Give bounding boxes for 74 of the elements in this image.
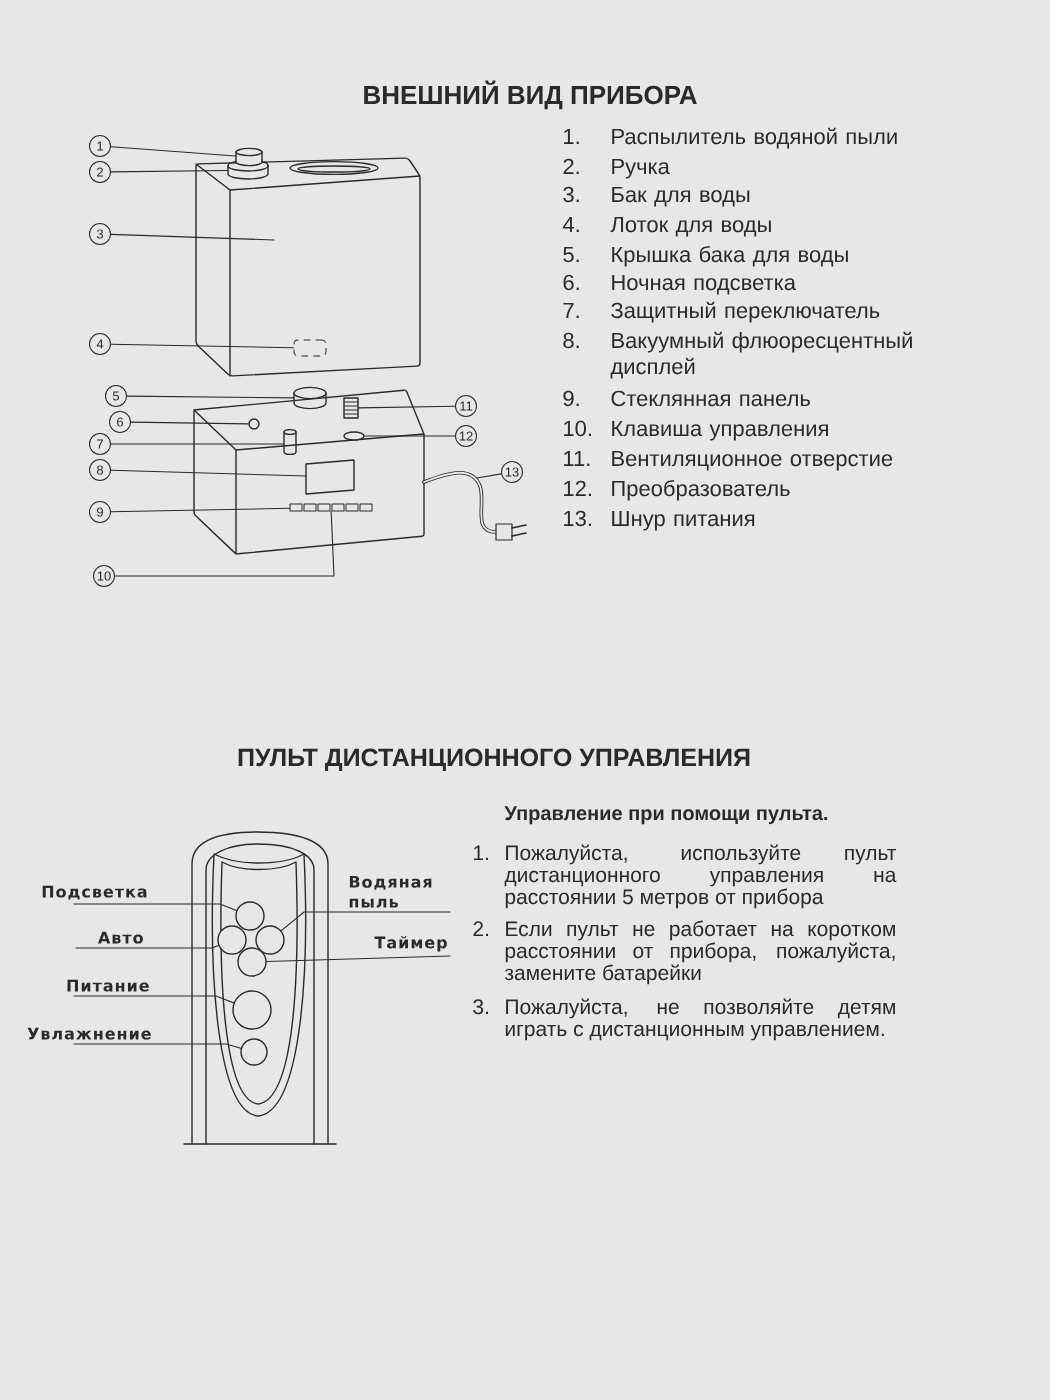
instruction-text: Пожалуйста, не позволяйте детям играть с дистанционным управлением. xyxy=(505,998,895,1041)
callout-label: Питание xyxy=(67,979,149,992)
part-name: Клавиша управления xyxy=(612,420,828,441)
part-name: Защитный переключатель xyxy=(611,301,880,323)
leader-line xyxy=(114,510,335,577)
heading: ВНЕШНИЙ ВИД ПРИБОРА xyxy=(364,80,697,110)
part-name: Ночная подсветка xyxy=(612,274,796,295)
callout-label: Увлажнение xyxy=(27,1027,151,1040)
leader-line xyxy=(126,395,295,399)
indicator-light xyxy=(248,418,260,430)
list-number: 6. xyxy=(563,274,579,291)
list-number: 10. xyxy=(564,420,591,437)
mist-nozzle xyxy=(235,147,263,167)
leader-line xyxy=(266,955,451,963)
list-number: 3. xyxy=(473,999,488,1015)
button-row xyxy=(289,503,373,512)
round-button xyxy=(232,990,272,1030)
callout-label: Таймер xyxy=(374,936,447,952)
part-name: Преобразователь xyxy=(612,479,790,501)
list-number: 2. xyxy=(473,921,488,936)
list-number: 7. xyxy=(563,302,579,318)
light-window xyxy=(293,339,327,357)
part-name: Бак для воды xyxy=(612,186,750,207)
list-number: 2. xyxy=(563,158,579,174)
list-number: 13. xyxy=(564,510,591,527)
leader-line xyxy=(476,473,502,479)
list-number: 9. xyxy=(563,390,579,407)
list-number: 12. xyxy=(564,480,591,496)
round-button xyxy=(255,925,285,955)
list-number: 3. xyxy=(563,186,579,203)
tank-lid xyxy=(293,386,327,410)
callout-label: Подсветка xyxy=(42,885,147,900)
part-name: Вентиляционное отверстие xyxy=(612,450,893,471)
leader-line xyxy=(110,170,229,173)
round-button xyxy=(217,925,247,955)
list-number: 1. xyxy=(564,128,579,144)
instruction-text: Если пульт не работает на коротком расстоянии от прибора, пожалуйста, замените батарейки xyxy=(504,920,895,985)
list-number: 1. xyxy=(474,845,488,860)
leader-line xyxy=(73,995,235,1004)
part-name: Крышка бака для воды xyxy=(612,245,848,267)
nozzle-base xyxy=(227,160,269,180)
part-name: Вакуумный флюоресцентный дисплей xyxy=(610,331,912,379)
round-button xyxy=(235,901,265,931)
list-number: 8. xyxy=(563,332,579,349)
vent-grille xyxy=(343,397,359,419)
leader-line xyxy=(364,435,456,437)
leader-line xyxy=(110,343,295,349)
heading: ПУЛЬТ ДИСТАНЦИОННОГО УПРАВЛЕНИЯ xyxy=(238,748,750,771)
subheading: Управление при помощи пульта. xyxy=(504,806,828,825)
list-number: 4. xyxy=(562,216,579,232)
list-number: 11. xyxy=(564,450,590,466)
part-name: Стеклянная панель xyxy=(611,390,810,407)
leader-line xyxy=(75,944,219,949)
leader-line xyxy=(110,507,291,513)
part-name: Ручка xyxy=(612,158,670,179)
leader-line xyxy=(130,421,249,425)
leader-line xyxy=(110,233,275,241)
instruction-text: Пожалуйста, используйте пульт дистанционного управления на расстоянии 5 метров от прибора xyxy=(504,844,897,909)
transducer xyxy=(343,431,365,441)
part-name: Распылитель водяной пыли xyxy=(612,127,897,149)
leader-line xyxy=(358,405,456,409)
leader-line xyxy=(110,146,237,157)
callout-label: Авто xyxy=(98,931,143,944)
part-name: Лоток для воды xyxy=(610,216,771,237)
part-name: Шнур питания xyxy=(612,510,755,531)
leader-line xyxy=(110,469,307,477)
leader-line xyxy=(110,443,285,445)
round-button xyxy=(237,947,267,977)
leader-line xyxy=(73,903,237,912)
round-button xyxy=(240,1038,268,1066)
list-number: 5. xyxy=(563,246,579,263)
leader-line xyxy=(73,1043,242,1049)
leader-line xyxy=(280,911,451,932)
callout-label: Водяная пыль xyxy=(349,875,432,908)
